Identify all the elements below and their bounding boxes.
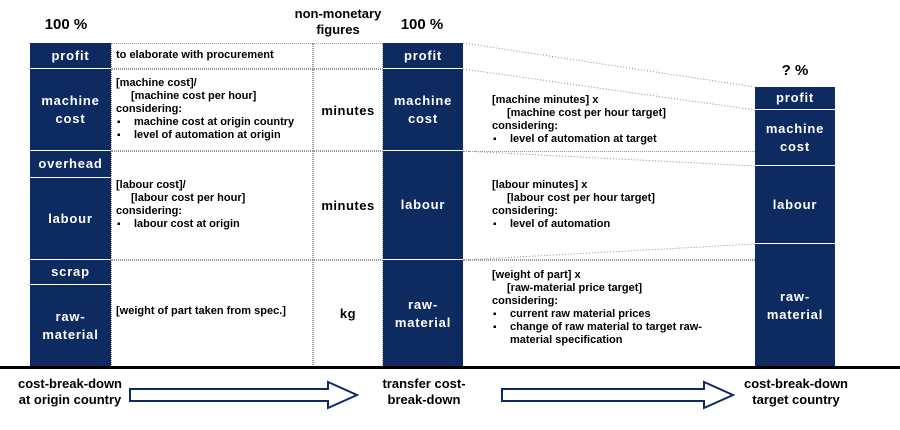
transfer-block-machine-cost: machine cost — [383, 69, 463, 151]
flow-arrow-origin-to-transfer — [129, 380, 360, 410]
origin-text-cell-profit — [111, 43, 313, 69]
transfer-raw-line2: [raw-material price target] — [507, 282, 643, 294]
flow-arrow-transfer-to-target — [501, 380, 736, 410]
connector-labour — [462, 243, 756, 261]
unit-machine-minutes: minutes — [321, 102, 375, 118]
origin-text-labour: [labour cost]/ [labour cost per hour] co… — [116, 179, 312, 231]
origin-labour-line3: considering: — [116, 205, 183, 217]
origin-labour-line1: [labour cost]/ — [116, 179, 186, 191]
connector-top — [462, 42, 756, 88]
transfer-percent-header: 100 % — [400, 16, 444, 33]
unit-cell-profit — [313, 43, 383, 69]
transfer-raw-bullet: current raw material prices — [492, 308, 754, 321]
caption-origin: cost-break-down at origin country — [17, 376, 122, 407]
transfer-labour-bullet: level of automation — [492, 218, 754, 231]
origin-scrap-label: scrap — [51, 264, 90, 279]
target-percent-header: ? % — [781, 62, 809, 79]
origin-block-machine-cost: machine cost — [30, 69, 111, 151]
transfer-profit-label: profit — [403, 47, 442, 63]
origin-labour-bullet: labour cost at origin — [116, 218, 312, 231]
transfer-raw-line1: [weight of part] x — [492, 269, 581, 281]
transfer-text-labour: [labour minutes] x [labour cost per hour… — [492, 179, 754, 231]
transfer-text-machine: [machine minutes] x [machine cost per ho… — [492, 94, 754, 146]
unit-cell-raw: kg — [313, 260, 383, 367]
transfer-raw-material-label: raw-material — [394, 296, 452, 330]
target-labour-label: labour — [772, 196, 818, 212]
target-block-machine-cost: machine cost — [755, 110, 835, 166]
target-profit-label: profit — [775, 90, 814, 105]
nonmonetary-header: non-monetary figures — [294, 6, 382, 37]
origin-text-cell-machine — [111, 69, 313, 151]
origin-machine-line3: considering: — [116, 103, 183, 115]
origin-block-raw-material: raw-material — [30, 285, 111, 367]
target-block-profit: profit — [755, 87, 835, 110]
transfer-block-labour: labour — [383, 151, 463, 260]
origin-labour-label: labour — [48, 210, 93, 226]
target-raw-material-label: raw-material — [766, 288, 824, 322]
unit-labour-minutes: minutes — [321, 198, 375, 213]
transfer-machine-line3: considering: — [492, 120, 559, 132]
transfer-raw-bullet: change of raw material to target raw-mat… — [492, 321, 720, 347]
origin-profit-label: profit — [51, 47, 90, 63]
target-machine-cost-label: machine cost — [765, 120, 825, 154]
transfer-machine-line1: [machine minutes] x — [492, 94, 599, 106]
transfer-labour-line3: considering: — [492, 205, 559, 217]
unit-raw-kg: kg — [339, 306, 357, 321]
origin-text-profit: to elaborate with procurement — [116, 49, 274, 61]
transfer-labour-line1: [labour minutes] x — [492, 179, 588, 191]
connector-machine — [462, 150, 756, 167]
origin-block-overhead: overhead — [30, 151, 111, 178]
origin-labour-line2: [labour cost per hour] — [131, 192, 246, 204]
origin-percent-header: 100 % — [44, 16, 88, 33]
origin-raw-material-label: raw-material — [42, 309, 99, 342]
transfer-text-raw: [weight of part] x [raw-material price t… — [492, 269, 754, 347]
origin-machine-bullet: level of automation at origin — [116, 129, 312, 142]
origin-machine-line1: [machine cost]/ — [116, 77, 197, 89]
caption-target: cost-break-down target country — [743, 376, 848, 407]
origin-text-machine: [machine cost]/ [machine cost per hour] … — [116, 77, 312, 142]
target-block-raw-material: raw-material — [755, 244, 835, 367]
transfer-raw-line3: considering: — [492, 295, 559, 307]
origin-block-labour: labour — [30, 178, 111, 260]
origin-overhead-label: overhead — [38, 156, 103, 171]
transfer-machine-line2: [machine cost per hour target] — [507, 107, 666, 119]
target-block-labour: labour — [755, 166, 835, 244]
origin-machine-cost-label: machine cost — [41, 92, 100, 126]
unit-cell-machine: minutes — [313, 69, 383, 151]
origin-text-raw: [weight of part taken from spec.] — [116, 305, 286, 317]
unit-cell-labour: minutes — [313, 151, 383, 260]
transfer-labour-label: labour — [400, 197, 446, 212]
origin-text-cell-labour — [111, 151, 313, 260]
transfer-block-profit: profit — [383, 43, 463, 69]
transfer-text-cell-raw — [463, 260, 755, 367]
origin-block-profit: profit — [30, 43, 111, 69]
origin-machine-bullet: machine cost at origin country — [116, 116, 312, 129]
transfer-block-raw-material: raw-material — [383, 260, 463, 367]
baseline — [0, 366, 900, 369]
connector-profit — [462, 68, 756, 111]
caption-transfer: transfer cost-break-down — [382, 376, 466, 407]
transfer-machine-bullet: level of automation at target — [492, 133, 754, 146]
transfer-text-cell-labour — [463, 151, 755, 260]
transfer-machine-cost-label: machine cost — [393, 92, 453, 126]
transfer-labour-line2: [labour cost per hour target] — [507, 192, 655, 204]
origin-block-scrap: scrap — [30, 260, 111, 285]
origin-machine-line2: [machine cost per hour] — [131, 90, 257, 102]
